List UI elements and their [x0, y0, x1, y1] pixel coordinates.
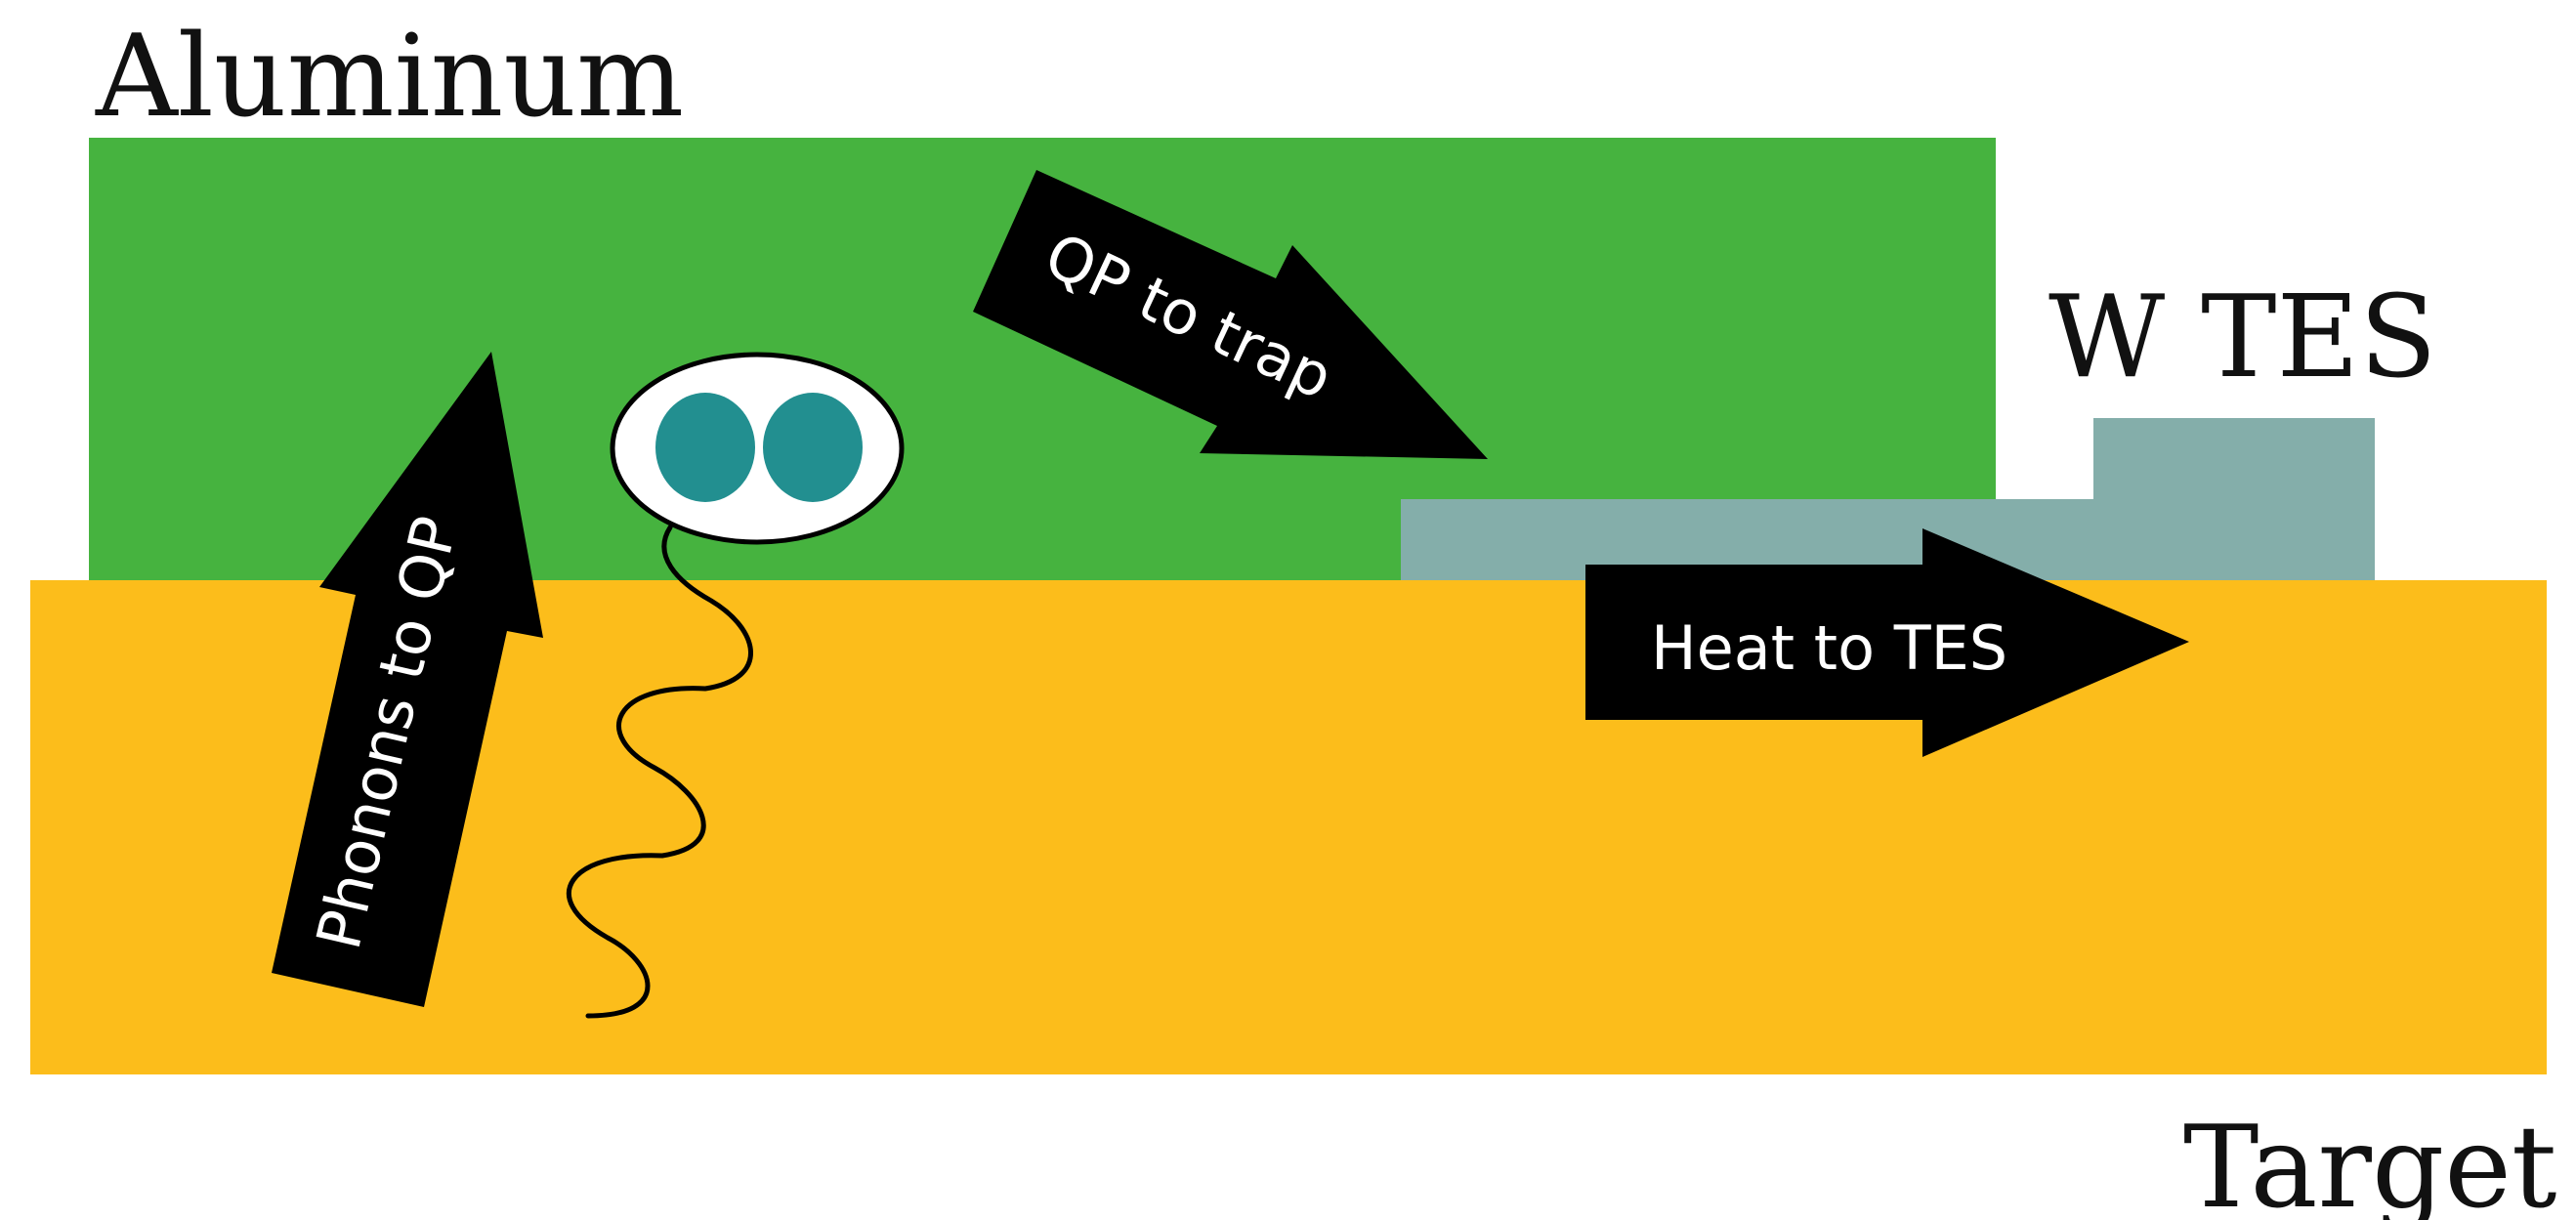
quasiparticle-dot-right [763, 393, 863, 502]
heat-arrow-label: Heat to TES [1651, 612, 2007, 684]
cooper-pair-icon [612, 355, 902, 542]
w-tes-label: W TES [2048, 272, 2437, 403]
target-label: Target [2183, 1102, 2557, 1220]
aluminum-label: Aluminum [95, 11, 684, 143]
quasiparticle-dot-left [655, 393, 755, 502]
